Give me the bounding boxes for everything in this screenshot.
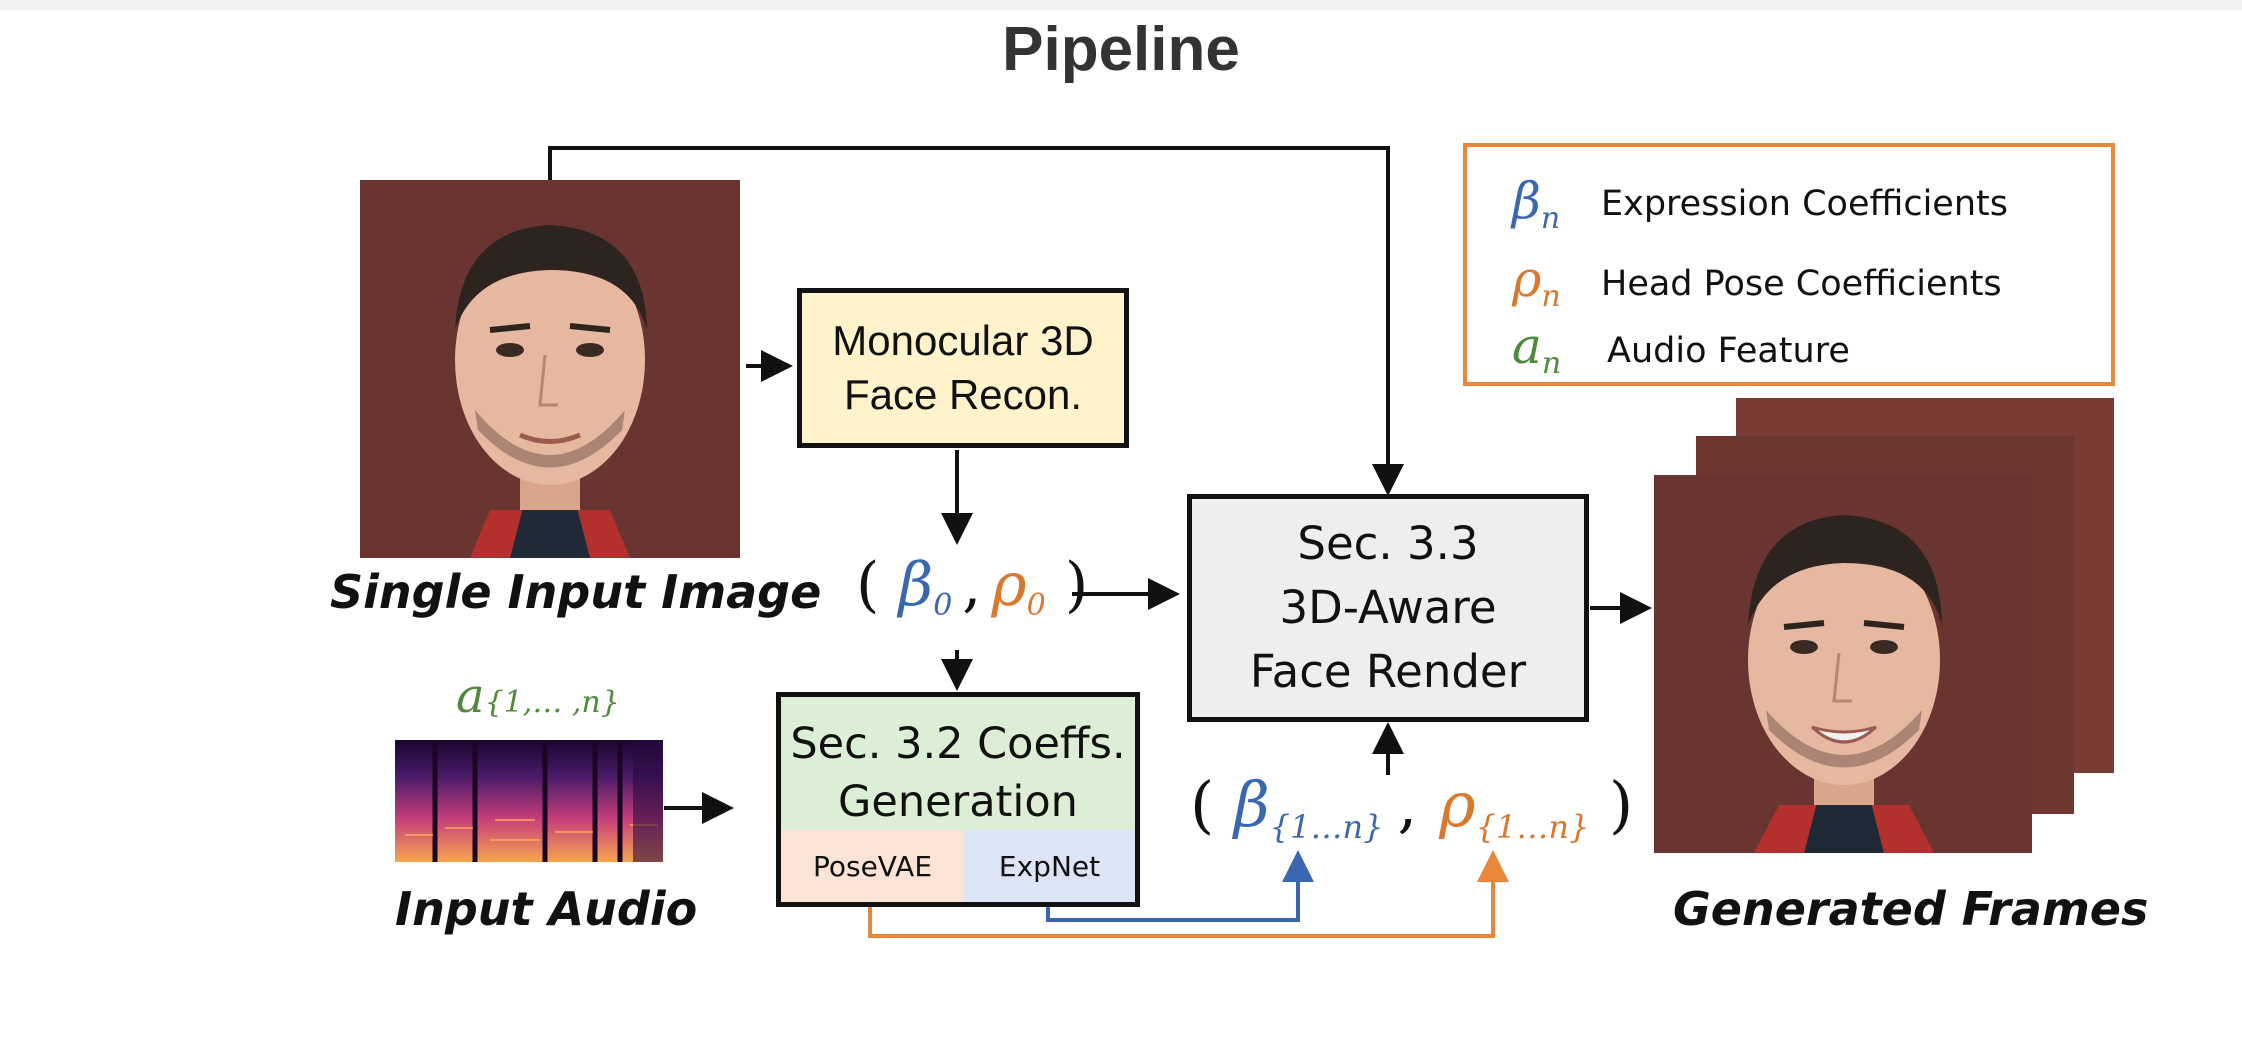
rho-zero: ρ0 <box>991 550 1046 623</box>
generated-frames-stack <box>1654 398 2114 853</box>
beta-sequence: β{1…n} <box>1233 768 1384 846</box>
posevae-block: PoseVAE <box>781 830 964 902</box>
page-title: Pipeline <box>1002 15 1240 84</box>
caption-input-image: Single Input Image <box>330 565 822 619</box>
seq-comma: , <box>1397 768 1418 841</box>
posevae-label: PoseVAE <box>812 849 933 883</box>
legend-symbol-beta: βn <box>1512 172 1561 236</box>
legend-label-headpose: Head Pose Coefficients <box>1601 264 2002 304</box>
caption-generated-frames: Generated Frames <box>1673 882 2149 936</box>
face-render-box: Sec. 3.3 3D-Aware Face Render <box>1187 494 1589 722</box>
audio-feature-label: a{1,… ,n} <box>456 668 620 724</box>
face-recon-line2: Face Recon. <box>843 371 1083 418</box>
expnet-label: ExpNet <box>998 849 1101 883</box>
legend-label-expression: Expression Coefficients <box>1601 184 2008 224</box>
face-recon-line1: Monocular 3D <box>832 317 1094 364</box>
coeffs-line2: Generation <box>838 777 1078 827</box>
seq-open-paren: ( <box>1190 768 1215 841</box>
face-recon-box: Monocular 3D Face Recon. <box>797 288 1129 448</box>
render-line1: Sec. 3.3 <box>1297 517 1479 570</box>
expnet-block: ExpNet <box>964 830 1135 902</box>
coeffs-title: Sec. 3.2 Coeffs. Generation <box>781 715 1135 831</box>
legend-symbol-audio: an <box>1512 317 1562 381</box>
input-face-image <box>360 180 740 558</box>
coeffs-generation-box: Sec. 3.2 Coeffs. Generation PoseVAE ExpN… <box>776 692 1140 907</box>
legend-symbol-rho: ρn <box>1512 250 1561 314</box>
arrow-expnet-to-beta <box>1046 850 1314 922</box>
open-paren: ( <box>856 550 880 620</box>
render-line2: 3D-Aware <box>1279 581 1497 634</box>
seq-close-paren: ) <box>1609 768 1634 841</box>
coeffs-line1: Sec. 3.2 Coeffs. <box>790 719 1126 769</box>
beta-zero: β0 <box>898 550 953 623</box>
top-bar <box>0 0 2242 10</box>
generated-frame-front <box>1654 475 2032 853</box>
legend-label-audio: Audio Feature <box>1607 331 1850 371</box>
initial-coefficients: ( β0,ρ0 ) <box>856 550 1089 623</box>
arrow-posevae-to-rho <box>868 850 1509 938</box>
caption-input-audio: Input Audio <box>395 882 698 936</box>
sequence-coefficients: ( β{1…n}, ρ{1…n} ) <box>1190 768 1633 848</box>
close-paren: ) <box>1064 550 1089 620</box>
comma: , <box>962 550 982 620</box>
render-line3: Face Render <box>1249 645 1527 698</box>
arrow-image-to-render <box>548 146 1404 496</box>
audio-spectrogram <box>395 740 663 862</box>
rho-sequence: ρ{1…n} <box>1439 768 1590 846</box>
legend-box: βn Expression Coefficients ρn Head Pose … <box>1463 143 2115 386</box>
